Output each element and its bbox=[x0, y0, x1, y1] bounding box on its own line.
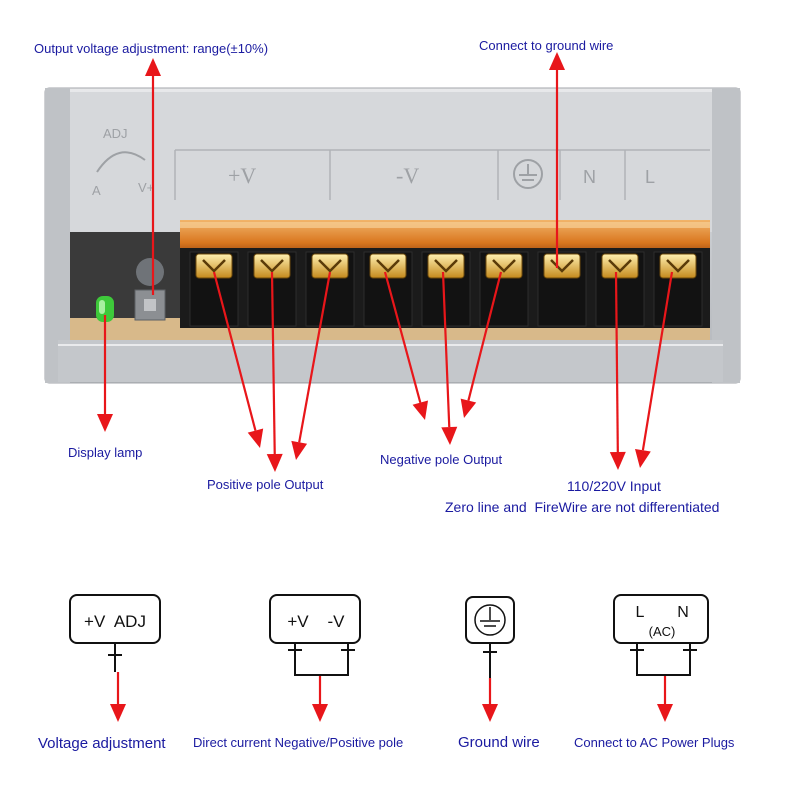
label-voltage-adjust: Output voltage adjustment: range(±10%) bbox=[34, 41, 269, 56]
red-arrow bbox=[383, 271, 429, 420]
red-arrow bbox=[482, 678, 498, 722]
annotation-arrows bbox=[97, 52, 674, 722]
legend-ground bbox=[465, 596, 515, 678]
caption-ac: Connect to AC Power Plugs bbox=[574, 735, 735, 750]
red-arrow bbox=[291, 271, 332, 460]
panel-l: L bbox=[645, 167, 655, 187]
panel-a-label: A bbox=[92, 183, 101, 198]
terminal-screw bbox=[305, 251, 355, 327]
legend-ac-n: N bbox=[677, 604, 689, 621]
label-positive: Positive pole Output bbox=[207, 477, 324, 492]
red-arrow bbox=[657, 676, 673, 722]
panel-plus-v: +V bbox=[228, 163, 256, 188]
terminal-screw bbox=[537, 251, 587, 327]
red-arrow bbox=[460, 271, 503, 418]
legend-ac-l: L bbox=[636, 604, 645, 621]
bottom-rail bbox=[58, 340, 723, 382]
panel-adj-label: ADJ bbox=[103, 126, 128, 141]
terminal-screw bbox=[595, 251, 645, 327]
red-arrow bbox=[549, 52, 565, 268]
legend-ac-sub: (AC) bbox=[649, 624, 676, 639]
panel-minus-v: -V bbox=[396, 163, 419, 188]
red-arrow bbox=[635, 271, 674, 468]
panel-n: N bbox=[583, 167, 596, 187]
housing-top-face bbox=[60, 92, 725, 232]
legend-dc: +V -V bbox=[269, 594, 361, 676]
label-input-note: Zero line and FireWire are not different… bbox=[445, 499, 720, 515]
display-led bbox=[96, 296, 114, 322]
panel-ground-icon bbox=[513, 159, 543, 189]
power-supply-photo: ADJ A V+ +V -V N L bbox=[44, 87, 741, 384]
terminal-screw bbox=[421, 251, 471, 327]
caption-dc: Direct current Negative/Positive pole bbox=[193, 735, 404, 750]
red-arrow bbox=[312, 676, 328, 722]
red-arrow bbox=[212, 271, 264, 448]
terminal-screw bbox=[653, 251, 703, 327]
terminal-screw bbox=[479, 251, 529, 327]
red-arrow bbox=[266, 271, 283, 472]
caption-ground: Ground wire bbox=[458, 734, 540, 751]
legend-ac: L N (AC) bbox=[613, 594, 709, 676]
label-negative: Negative pole Output bbox=[380, 452, 503, 467]
red-arrow bbox=[609, 271, 626, 470]
red-arrow bbox=[441, 271, 458, 445]
terminal-screw bbox=[363, 251, 413, 327]
legend-dc-plus: +V bbox=[287, 612, 309, 631]
label-ground: Connect to ground wire bbox=[479, 38, 614, 53]
red-arrow bbox=[97, 315, 113, 432]
label-display-lamp: Display lamp bbox=[68, 445, 143, 460]
red-arrow bbox=[110, 672, 126, 722]
adj-arc bbox=[96, 151, 146, 173]
legend-dc-minus: -V bbox=[328, 612, 346, 631]
terminal-screw bbox=[189, 251, 239, 327]
legend-adj: +V ADJ bbox=[69, 594, 161, 672]
label-input: 110/220V Input bbox=[567, 478, 661, 494]
caption-voltage-adjustment: Voltage adjustment bbox=[38, 735, 166, 752]
panel-v-label: V+ bbox=[138, 180, 154, 195]
red-arrow bbox=[145, 58, 161, 295]
legend-adj-box-text: +V ADJ bbox=[84, 612, 146, 631]
